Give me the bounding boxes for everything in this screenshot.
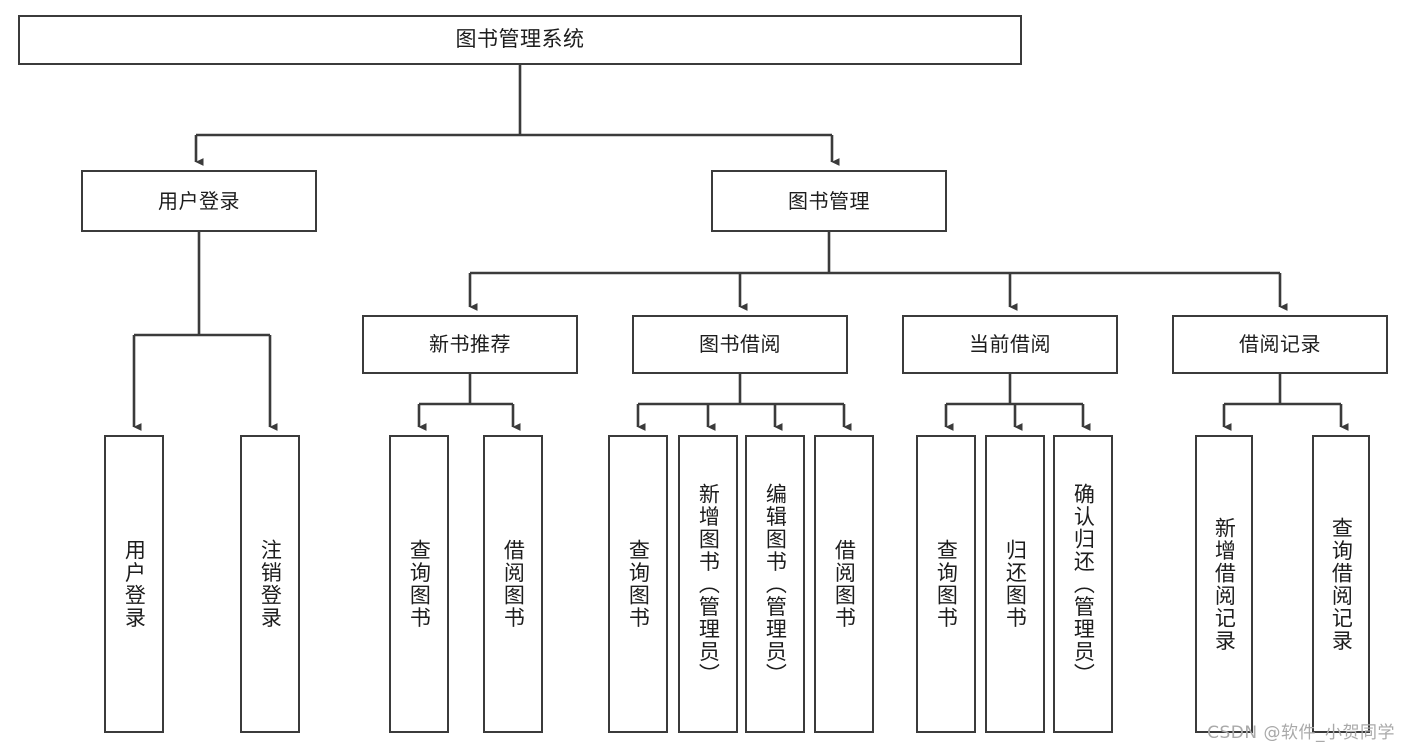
node-label: 当前借阅 bbox=[969, 332, 1051, 357]
node-leaf-borrow-book-rec[interactable]: 借阅图书 bbox=[483, 435, 543, 733]
node-leaf-query-book-rec[interactable]: 查询图书 bbox=[389, 435, 449, 733]
node-leaf-confirm-return[interactable]: 确认归还（管理员） bbox=[1053, 435, 1113, 733]
node-label: 新增借阅记录 bbox=[1212, 516, 1237, 652]
node-leaf-add-borrow-record[interactable]: 新增借阅记录 bbox=[1195, 435, 1253, 733]
node-label: 编辑图书（管理员） bbox=[763, 482, 788, 686]
node-label: 借阅记录 bbox=[1239, 332, 1321, 357]
node-label: 查询图书 bbox=[934, 539, 959, 629]
node-new-book-recommend[interactable]: 新书推荐 bbox=[362, 315, 578, 374]
node-label: 注销登录 bbox=[258, 539, 283, 629]
node-label: 借阅图书 bbox=[501, 539, 526, 629]
node-label: 查询图书 bbox=[407, 539, 432, 629]
node-leaf-query-book-borrow[interactable]: 查询图书 bbox=[608, 435, 668, 733]
node-label: 用户登录 bbox=[122, 539, 147, 629]
node-leaf-query-book-current[interactable]: 查询图书 bbox=[916, 435, 976, 733]
node-book-manage[interactable]: 图书管理 bbox=[711, 170, 947, 232]
node-label: 归还图书 bbox=[1003, 539, 1028, 629]
node-label: 查询借阅记录 bbox=[1329, 516, 1354, 652]
node-leaf-user-login[interactable]: 用户登录 bbox=[104, 435, 164, 733]
node-leaf-query-borrow-record[interactable]: 查询借阅记录 bbox=[1312, 435, 1370, 733]
node-borrow-record[interactable]: 借阅记录 bbox=[1172, 315, 1388, 374]
watermark-credit: CSDN @软件_小贺同学 bbox=[1207, 723, 1395, 743]
node-root-system[interactable]: 图书管理系统 bbox=[18, 15, 1022, 65]
node-label: 查询图书 bbox=[626, 539, 651, 629]
node-label: 新增图书（管理员） bbox=[696, 482, 721, 686]
node-user-login[interactable]: 用户登录 bbox=[81, 170, 317, 232]
node-label: 借阅图书 bbox=[832, 539, 857, 629]
node-leaf-borrow-book[interactable]: 借阅图书 bbox=[814, 435, 874, 733]
node-leaf-edit-book[interactable]: 编辑图书（管理员） bbox=[745, 435, 805, 733]
node-current-borrow[interactable]: 当前借阅 bbox=[902, 315, 1118, 374]
node-label: 确认归还（管理员） bbox=[1071, 482, 1096, 686]
node-book-borrow[interactable]: 图书借阅 bbox=[632, 315, 848, 374]
node-label: 新书推荐 bbox=[429, 332, 511, 357]
node-label: 图书借阅 bbox=[699, 332, 781, 357]
node-leaf-logout[interactable]: 注销登录 bbox=[240, 435, 300, 733]
node-label: 图书管理系统 bbox=[455, 27, 585, 52]
node-label: 用户登录 bbox=[158, 188, 240, 213]
node-leaf-add-book[interactable]: 新增图书（管理员） bbox=[678, 435, 738, 733]
node-leaf-return-book[interactable]: 归还图书 bbox=[985, 435, 1045, 733]
node-label: 图书管理 bbox=[788, 188, 870, 213]
